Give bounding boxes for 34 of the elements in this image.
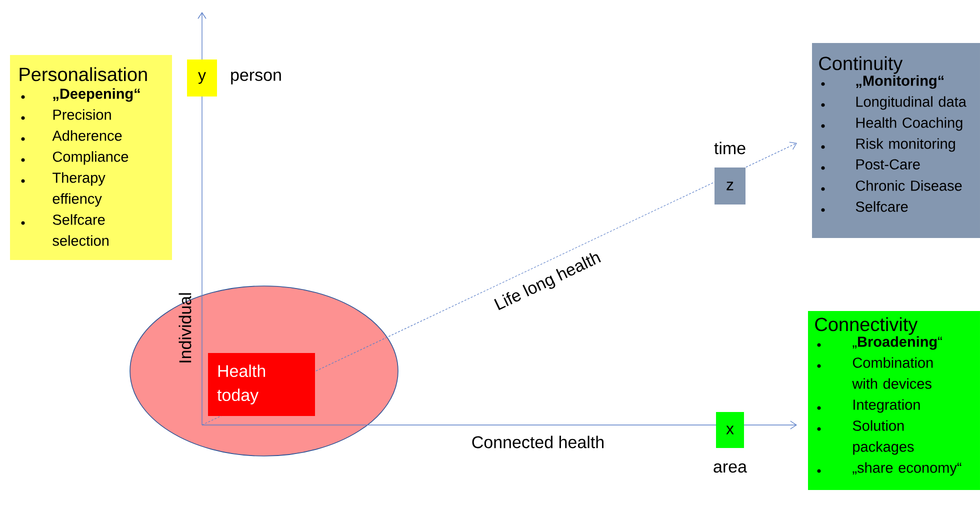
bullet-item: „Monitoring“ xyxy=(856,75,944,89)
axis-caption: Life long health xyxy=(494,253,601,310)
text-panel xyxy=(812,43,980,238)
text-panel xyxy=(10,55,172,260)
axis-letter-box: z xyxy=(714,168,746,204)
panel-heading: Personalisation xyxy=(20,67,147,82)
axis-caption: Connected health xyxy=(472,436,604,448)
text-box: Health today xyxy=(208,353,315,416)
bullet-item: Adherence xyxy=(52,130,122,141)
axis-name: area xyxy=(714,463,747,473)
axis-letter-box: x xyxy=(716,412,744,448)
bullet-item: „Deepening“ xyxy=(53,88,140,102)
text-panel xyxy=(808,311,980,490)
bullet-item: Combination with devices xyxy=(852,357,933,389)
panel-heading: Connectivity xyxy=(815,317,918,335)
bullet-item: Health Coaching xyxy=(856,117,962,131)
bullet-item: Risk monitoring xyxy=(856,138,955,152)
bullet-item: Post-Care xyxy=(856,159,920,170)
axis-name: time xyxy=(714,142,746,154)
bullet-item: Compliance xyxy=(52,151,128,165)
bullet-item: Selfcare selection xyxy=(52,214,108,246)
bullet-item: Chronic Disease xyxy=(856,180,962,191)
bullet-item: Integration xyxy=(854,399,920,413)
bullet-item: Solution packages xyxy=(852,420,914,455)
panel-heading: Continuity xyxy=(819,56,903,74)
axis-letter-box: y xyxy=(187,60,217,96)
axis-caption: Individual xyxy=(178,293,192,362)
bullet-item: Selfcare xyxy=(856,201,908,212)
bullet-item: „share economy“ xyxy=(852,462,962,476)
bullet-item: „Broadening“ xyxy=(852,336,942,350)
bullet-item: Longitudinal data xyxy=(856,96,966,110)
bullet-item: Precision xyxy=(53,109,111,120)
axis-name: person xyxy=(231,72,281,84)
bullet-item: Therapy effiency xyxy=(52,172,106,207)
